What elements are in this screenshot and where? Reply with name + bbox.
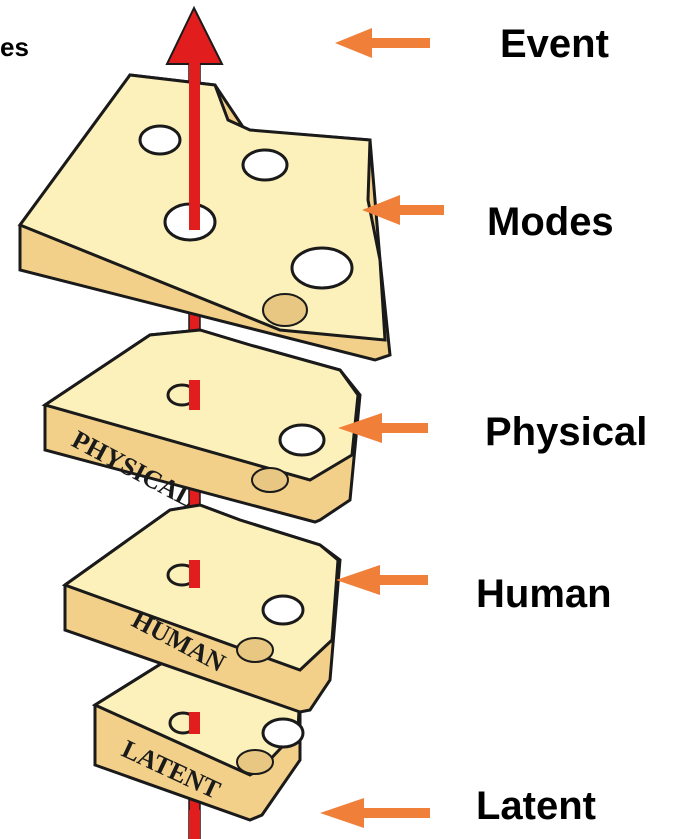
pointer-arrow-human xyxy=(336,565,428,595)
label-latent: Latent xyxy=(476,784,596,829)
cheese-slice-modes xyxy=(20,75,390,360)
pointer-arrow-event xyxy=(335,28,430,58)
cheese-slice-physical: PHYSICAL xyxy=(45,330,360,522)
label-human: Human xyxy=(476,572,612,617)
label-physical: Physical xyxy=(485,410,647,455)
cut-off-label: es xyxy=(0,32,29,63)
label-modes: Modes xyxy=(487,200,614,245)
label-event: Event xyxy=(500,22,609,67)
pointer-arrow-latent xyxy=(320,798,430,828)
